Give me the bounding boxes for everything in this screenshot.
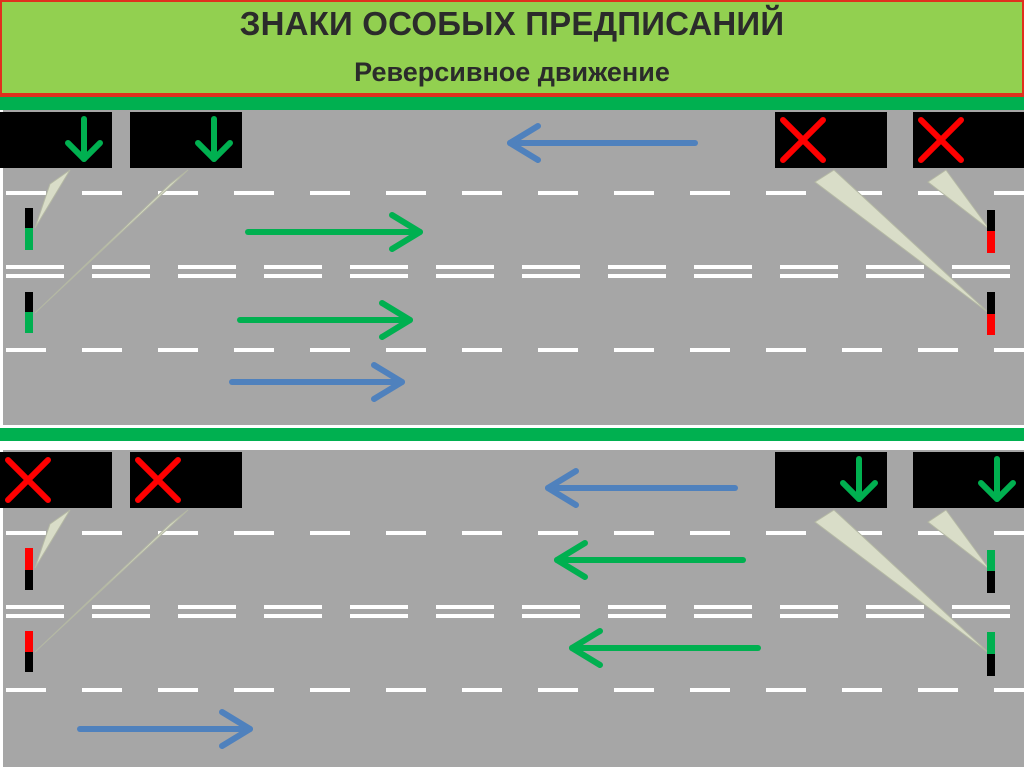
direction-arrow-left bbox=[554, 540, 746, 580]
direction-arrow-right bbox=[237, 300, 413, 340]
side-signal-red bbox=[987, 210, 995, 253]
direction-arrow-left bbox=[569, 628, 761, 668]
side-signal-red bbox=[987, 292, 995, 335]
signal-callout bbox=[34, 169, 189, 314]
panel-bottom bbox=[0, 450, 1024, 767]
lane-signal-red-cross bbox=[775, 112, 887, 168]
side-signal-red bbox=[25, 631, 33, 672]
lane-signal-green-arrow bbox=[913, 452, 1024, 508]
side-signal-green bbox=[25, 208, 33, 250]
signal-callout bbox=[927, 509, 991, 571]
direction-arrow-left bbox=[545, 468, 738, 508]
signal-callout bbox=[34, 169, 71, 229]
direction-arrow-right bbox=[229, 362, 405, 402]
lane-signal-red-cross bbox=[130, 452, 242, 508]
direction-arrow-left bbox=[507, 123, 698, 163]
reversible-traffic-diagram bbox=[0, 97, 1024, 767]
page-title: ЗНАКИ ОСОБЫХ ПРЕДПИСАНИЙ bbox=[239, 5, 785, 42]
signal-callout bbox=[814, 509, 991, 655]
signal-callout bbox=[34, 509, 189, 653]
side-signal-red bbox=[25, 548, 33, 590]
page-subtitle: Реверсивное движение bbox=[354, 57, 670, 87]
lane-signal-green-arrow bbox=[0, 112, 112, 168]
lane-signal-red-cross bbox=[913, 112, 1024, 168]
lane-signal-green-arrow bbox=[775, 452, 887, 508]
panel-top bbox=[0, 97, 1024, 441]
signal-callout bbox=[814, 169, 991, 315]
direction-arrow-right bbox=[245, 212, 423, 252]
lane-signal-red-cross bbox=[0, 452, 112, 508]
direction-arrow-right bbox=[77, 709, 253, 749]
signal-callout bbox=[927, 169, 991, 231]
side-signal-green bbox=[987, 632, 995, 676]
signal-callout bbox=[34, 509, 71, 569]
side-signal-green bbox=[25, 292, 33, 333]
road-edge-middle bbox=[0, 428, 1024, 441]
lane-signal-green-arrow bbox=[130, 112, 242, 168]
side-signal-green bbox=[987, 550, 995, 593]
road-edge-top bbox=[0, 97, 1024, 110]
title-banner: ЗНАКИ ОСОБЫХ ПРЕДПИСАНИЙ Реверсивное дви… bbox=[0, 0, 1024, 97]
